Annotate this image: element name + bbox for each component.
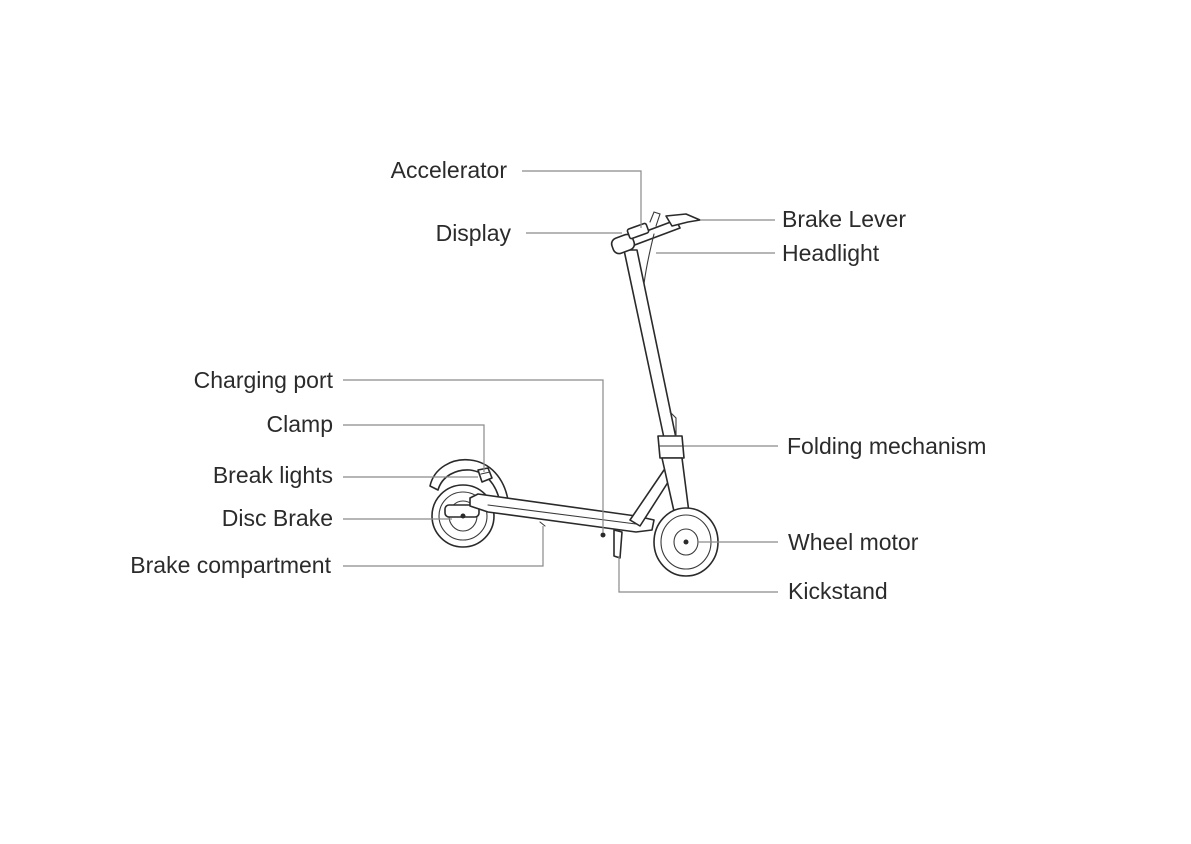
charging-port-dot (601, 533, 606, 538)
label-brake-compartment: Brake compartment (130, 552, 331, 578)
brake-lever-part (666, 214, 700, 226)
label-kickstand: Kickstand (788, 578, 888, 604)
folding-mechanism-part (658, 436, 684, 458)
deck (470, 494, 654, 532)
brake-compartment-seam (540, 522, 545, 526)
label-headlight: Headlight (782, 240, 879, 266)
scooter-drawing (430, 212, 718, 576)
leader-accelerator (522, 171, 641, 228)
label-folding-mechanism: Folding mechanism (787, 433, 986, 459)
stem (624, 250, 676, 438)
label-display: Display (436, 220, 511, 246)
label-charging-port: Charging port (194, 367, 333, 393)
label-clamp: Clamp (267, 411, 333, 437)
kickstand-part (614, 530, 622, 558)
label-accelerator: Accelerator (391, 157, 507, 183)
label-break-lights: Break lights (213, 462, 333, 488)
label-brake-lever: Brake Lever (782, 206, 906, 232)
label-disc-brake: Disc Brake (222, 505, 333, 531)
label-wheel-motor: Wheel motor (788, 529, 918, 555)
